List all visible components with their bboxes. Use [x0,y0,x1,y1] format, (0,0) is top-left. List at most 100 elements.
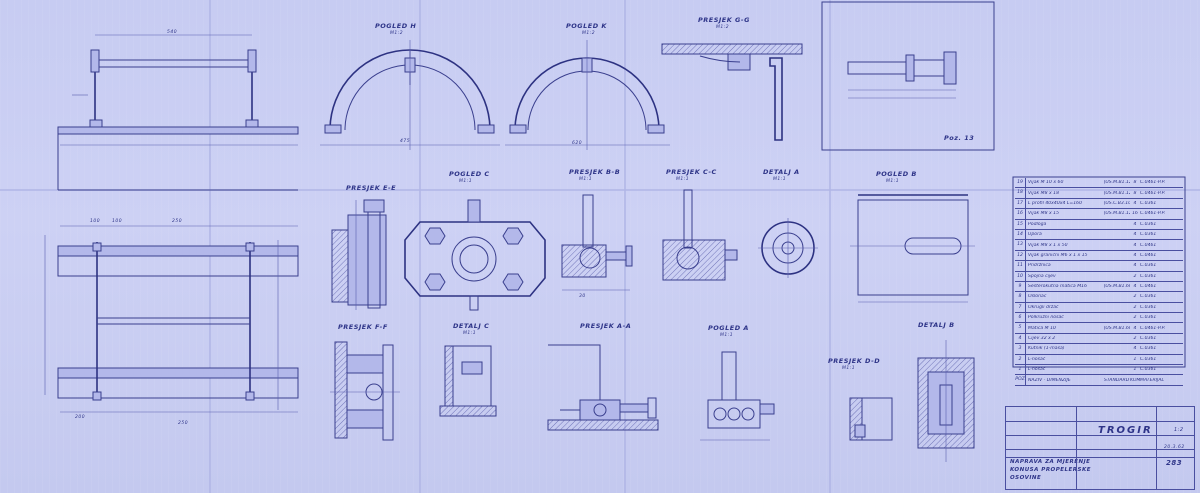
bom-cell-qty: 2 [1133,336,1137,342]
bom-cell-qty: 4 [1133,325,1137,331]
plan-view [44,225,299,413]
section-a-a [547,344,659,431]
bom-cell-name: NAZIV - DIMENZIJE [1028,377,1071,383]
label-detalj-a: DETALJ A [763,168,800,176]
title-line-3: OSOVINE [1010,475,1042,481]
bom-cell-qty: 4 [1133,252,1137,258]
scale-presjek-cc: M1:1 [676,177,690,182]
bom-cell-std: JUS.C.B3.101 [1104,200,1130,206]
title-block-rule [1006,435,1194,436]
section-e-e [331,199,387,310]
title-block-divider [1076,407,1077,489]
title-block-rule [1006,421,1194,422]
scale-pogled-a: M1:1 [720,333,734,338]
detail-a [758,218,818,278]
scale-detalj-a: M1:1 [773,177,787,182]
dim-250: 250 [172,219,183,224]
bom-cell-mat: MATERIJAL [1140,377,1165,383]
bom-cell-mat: Č.0361 [1140,336,1157,342]
bom-cell-name: Vijak M8 x 1 x 50 [1028,242,1068,248]
dim-30: 30 [579,294,586,299]
bom-cell-pos: 3 [1015,344,1026,354]
label-presjek-gg: PRESJEK G-G [698,16,750,24]
bom-cell-pos: 12 [1015,250,1026,261]
bom-cell-qty: 2 [1133,304,1137,310]
bom-cell-name: L-nosač [1028,367,1046,373]
bom-cell-mat: Č.0461 [1140,252,1157,258]
bom-cell-std: STANDARD [1104,377,1130,383]
label-pogled-k: POGLED K [566,22,607,30]
section-d-d [849,397,893,441]
bom-cell-mat: Č.0361 [1140,356,1157,362]
bom-cell-std: JUS.M.B1.120 [1104,211,1130,217]
bom-cell-pos: POZ [1015,375,1026,385]
front-elevation-view [57,34,299,191]
bom-cell-qty: 4 [1133,221,1137,227]
label-presjek-ee: PRESJEK E-E [346,184,397,192]
label-presjek-ff: PRESJEK F-F [338,323,388,331]
bom-cell-mat: Č.0361 [1140,304,1157,310]
bom-cell-name: Upora [1028,232,1042,238]
bom-cell-qty: 8 [1133,190,1137,196]
title-block-divider [1156,407,1157,489]
section-c-c [662,189,738,281]
bom-cell-name: Cijev 32 x 2 [1028,336,1056,342]
bom-cell-qty: 4 [1133,263,1137,269]
bom-row: 17L profil 40x40x4 L=160JUS.C.B3.1014Č.0… [1015,198,1183,210]
dim-200: 200 [75,415,86,420]
bom-cell-mat: Č.0461-P.P. [1140,211,1166,217]
bom-cell-qty: 8 [1133,180,1137,186]
label-detalj-b: DETALJ B [918,321,955,329]
label-detalj-c: DETALJ C [453,322,490,330]
section-g-g [661,43,803,141]
scale-pogled-k: M1:2 [582,31,596,36]
label-presjek-bb: PRESJEK B-B [569,168,621,176]
dim-250-b: 250 [178,421,189,426]
bom-cell-qty: 2 [1133,294,1137,300]
bom-cell-pos: 2 [1015,354,1026,365]
bom-cell-mat: Č.0361 [1140,221,1157,227]
dim-100-b: 100 [112,219,123,224]
scale-pogled-h: M1:2 [390,31,404,36]
bom-cell-name: Matica M 10 [1028,325,1056,331]
bom-cell-std: JUS.M.B1.601 [1104,325,1130,331]
section-f-f [330,341,400,441]
view-c [404,199,546,311]
title-block: TROGIR NAPRAVA ZA MJERENJE KONUSA PROPEL… [1005,406,1195,490]
bom-cell-mat: Č.0461-P.P. [1140,325,1166,331]
label-pogled-b: POGLED B [876,170,917,178]
bom-frame [1012,176,1186,368]
title-line-1: NAPRAVA ZA MJERENJE [1010,459,1091,465]
bom-cell-name: Kutnik (1-masa) [1028,346,1065,352]
bom-cell-qty: 1 [1133,367,1137,373]
bom-cell-mat: Č.0361 [1140,346,1157,352]
bom-cell-pos: 7 [1015,302,1026,313]
bom-cell-pos: 14 [1015,229,1026,240]
bom-cell-pos: 11 [1015,261,1026,271]
bom-cell-mat: Č.0461-P.P. [1140,190,1166,196]
label-pogled-a: POGLED A [708,324,749,332]
label-pogled-h: POGLED H [375,22,417,30]
bom-cell-mat: Č.0461 [1140,242,1157,248]
bom-cell-mat: Č.0461-P.P. [1140,180,1166,186]
bom-cell-mat: Č.0361 [1140,315,1157,321]
bom-cell-name: Vijak M 10 x 60 [1028,180,1064,186]
bom-cell-std: JUS.M.B1.120 [1104,180,1130,186]
drawing-date: 20.3.62 [1164,445,1185,450]
bom-cell-pos: 5 [1015,323,1026,333]
scale-presjek-gg: M1:2 [716,25,730,30]
label-presjek-dd: PRESJEK D-D [828,357,881,365]
bom-cell-qty: 2 [1133,315,1137,321]
